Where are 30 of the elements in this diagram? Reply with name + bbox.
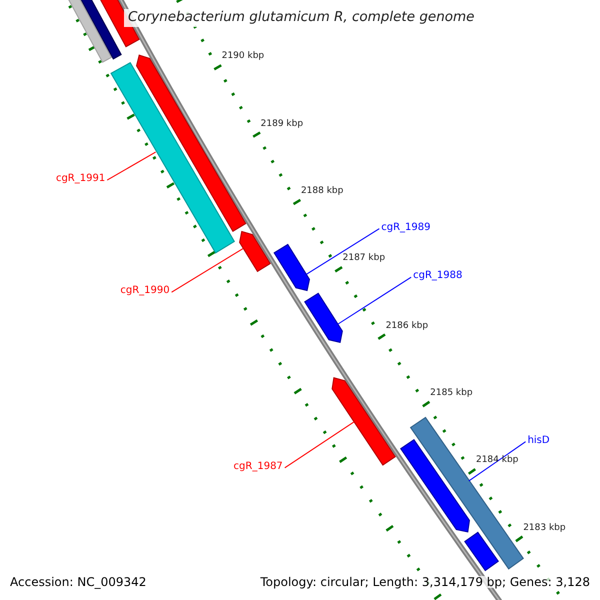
gene-feature xyxy=(410,416,524,570)
genome-info-text: Topology: circular; Length: 3,314,179 bp; Genes: 3,128 xyxy=(260,576,590,588)
gene-label: cgR_1990 xyxy=(120,286,170,296)
scale-label: 2190 kbp xyxy=(222,52,264,62)
gene-feature xyxy=(400,439,470,533)
gene-feature xyxy=(304,292,343,344)
scale-label: 2189 kbp xyxy=(260,120,304,129)
scale-label: 2187 kbp xyxy=(342,254,386,264)
leader-line xyxy=(284,421,354,468)
scale-label: 2186 kbp xyxy=(386,322,428,331)
gene-label: cgR_1989 xyxy=(381,222,430,233)
scale-label: 2183 kbp xyxy=(523,524,566,533)
gene-label: hisD xyxy=(528,436,550,446)
scale-label: 2184 kbp xyxy=(476,456,518,466)
gene-feature xyxy=(239,230,271,272)
gene-label: cgR_1991 xyxy=(56,174,106,184)
scale-label: 2185 kbp xyxy=(430,389,473,398)
gene-feature xyxy=(332,377,396,466)
gene-feature xyxy=(464,532,499,572)
accession-text: Accession: NC_009342 xyxy=(10,576,146,588)
leader-line xyxy=(306,228,380,275)
gene-feature xyxy=(110,62,236,254)
leader-line xyxy=(106,152,156,181)
gene-feature xyxy=(273,244,310,292)
scale-label: 2188 kbp xyxy=(300,186,344,196)
leader-line xyxy=(171,248,244,293)
leader-line xyxy=(468,441,526,482)
gene-label: cgR_1988 xyxy=(413,271,462,282)
leader-line xyxy=(337,276,412,325)
gene-label: cgR_1987 xyxy=(234,462,283,472)
